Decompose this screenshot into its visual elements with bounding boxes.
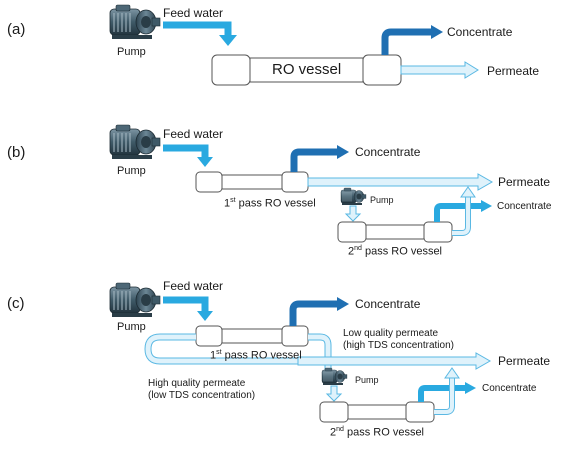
pump-icon [340,187,367,206]
ro-vessel-left-cap [211,54,251,86]
feed-water-arrow [163,144,209,158]
permeate-arrow [307,173,494,191]
panel-a-graphics [109,4,479,86]
second-pass-vessel-label: 2nd pass RO vessel [348,245,443,258]
pump-icon [109,124,161,160]
panel-c-tag: (c) [7,295,25,312]
ro-vessel-body [249,57,364,83]
pump-label: Pump [370,195,394,205]
feed-water-label: Feed water [163,279,224,293]
permeate-label: Permeate [498,354,551,368]
pump-label: Pump [355,375,379,385]
panel-b-tag: (b) [7,144,26,161]
first-pass-vessel-label: 1st pass RO vessel [224,197,316,210]
feed-water-label: Feed water [163,6,224,20]
concentrate-label: Concentrate [355,145,421,159]
ro-vessel-label: RO vessel [272,61,342,78]
panel-b-graphics [109,124,494,243]
second-pass-vessel [347,404,407,420]
concentrate-arrow [418,385,466,402]
concentrate-arrow [381,28,432,55]
second-pass-vessel-label: 2nd pass RO vessel [330,426,425,439]
high-quality-permeate-label: High quality permeate(low TDS concentrat… [148,378,256,401]
first-pass-vessel [221,328,283,344]
permeate-label: Permeate [498,175,551,189]
concentrate-label: Concentrate [447,25,513,39]
low-quality-permeate-label: Low quality permeate(high TDS concentrat… [343,328,454,351]
concentrate-arrow [289,300,338,326]
feed-water-arrow [163,21,232,36]
second-pass-vessel [365,224,425,240]
feed-water-arrow [163,296,209,312]
pump-icon [321,367,348,386]
concentrate-label: Concentrate [497,201,552,212]
permeate-arrow [444,367,460,379]
panel-c-graphics [109,282,492,423]
panel-a-tag: (a) [7,21,26,38]
concentrate-arrow [434,203,482,222]
permeate-label: Permeate [487,64,540,78]
pump-label: Pump [117,321,146,333]
permeate-arrow [400,61,479,79]
concentrate-label: Concentrate [482,383,537,394]
pump-icon [109,282,161,318]
pump-label: Pump [117,165,146,177]
pump-icon [109,4,161,40]
permeate-arrow [297,352,492,370]
permeate-arrow [460,186,476,198]
first-pass-vessel-label: 1st pass RO vessel [210,349,302,362]
concentrate-arrow [290,148,338,172]
first-pass-vessel [221,174,283,190]
feed-water-label: Feed water [163,127,224,141]
ro-vessel-right-cap [362,54,402,86]
pump-label: Pump [117,46,146,58]
concentrate-label: Concentrate [355,297,421,311]
